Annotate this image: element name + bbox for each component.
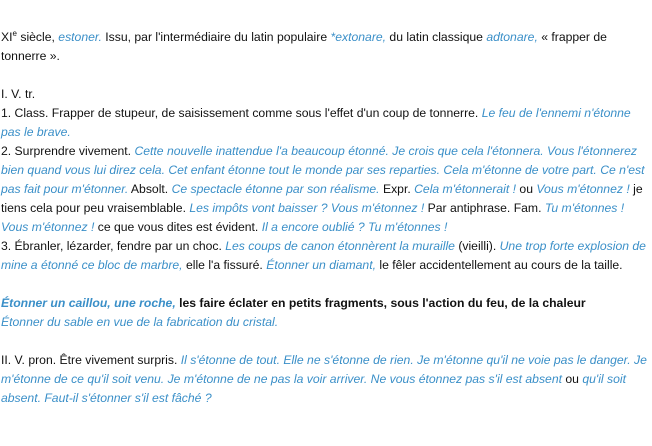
sense-3-vieilli: (vieilli). [454,239,500,253]
etymology-paragraph: XIe siècle, estoner. Issu, par l'intermé… [1,28,651,66]
century: XI [1,30,13,44]
sense-2-examples: Cette nouvelle inattendue l'a beaucoup é… [1,144,645,196]
spacer [1,275,651,294]
sense-3-example-3: Étonner un diamant, [266,258,376,272]
sense-2-expr-label: Expr. [379,182,415,196]
sense-2-definition: 2. Surprendre vivement. [1,144,135,158]
sense-2-ou: ou [516,182,537,196]
highlight-example-line: Étonner du sable en vue de la fabricatio… [1,313,651,332]
highlight-term: Étonner un caillou, une roche, [1,296,176,310]
sense-2-expr-example-2: Vous m'étonnez ! [536,182,630,196]
section2-ou: ou [562,372,583,386]
century-suffix: e [12,28,17,38]
etymology-latin-classique: du latin classique [386,30,487,44]
section2-paragraph: II. V. pron. Être vivement surpris. Il s… [1,351,651,408]
sense-2-absolt-label: Absolt. [128,182,172,196]
sense-2-antiphrase-example: Tu m'étonnes ! Vous m'étonnez ! [1,201,625,234]
sense-3-example-1: Les coups de canon étonnèrent la muraill… [225,239,455,253]
highlight-definition: Étonner un caillou, une roche, les faire… [1,294,651,313]
sense-3-definition: 3. Ébranler, lézarder, fendre par un cho… [1,239,226,253]
highlight-definition-text: les faire éclater en petits fragments, s… [175,296,586,310]
sense-2-expr-example-1: Cela m'étonnerait ! [414,182,517,196]
etymon-adtonare: adtonare, [486,30,538,44]
section2-examples: Il s'étonne de tout. Elle ne s'étonne de… [1,353,647,386]
sense-1: 1. Class. Frapper de stupeur, de saisiss… [1,104,651,142]
sense-2: 2. Surprendre vivement. Cette nouvelle i… [1,142,651,237]
etymology-meaning: « frapper de tonnerre ». [1,30,607,63]
sense-2-antiphrase-gloss: ce que vous dites est évident. [94,220,262,234]
sense-3-fissure: elle l'a fissuré. [182,258,267,272]
sense-2-antiphrase-label: Par antiphrase. Fam. [424,201,545,215]
section2-definition: II. V. pron. Être vivement surpris. [1,353,181,367]
sense-2-oublie-example: Il a encore oublié ? Tu m'étonnes ! [261,220,448,234]
etymon-estoner: estoner. [58,30,102,44]
dictionary-entry: XIe siècle, estoner. Issu, par l'intermé… [1,28,651,408]
sense-1-example: Le feu de l'ennemi n'étonne pas le brave… [1,106,631,139]
etymon-extonare: *extonare, [330,30,387,44]
section2-example-end: qu'il soit absent. Faut-il s'étonner s'i… [1,372,626,405]
sense-2-impots-example: Les impôts vont baisser ? Vous m'étonnez… [189,201,425,215]
spacer [1,66,651,85]
sense-3-feler: le fêler accidentellement au cours de la… [375,258,623,272]
sense-2-expr-gloss: je tiens cela pour peu vraisemblable. [1,182,643,215]
sense-2-absolt-example: Ce spectacle étonne par son réalisme. [171,182,380,196]
sense-3-example-2: Une trop forte explosion de mine a étonn… [1,239,646,272]
section1-heading: I. V. tr. [1,87,36,101]
sense-1-definition: 1. Class. Frapper de stupeur, de saisiss… [1,106,482,120]
etymology-issu: Issu, par l'intermédiaire du latin popul… [101,30,331,44]
spacer [1,332,651,351]
sense-3: 3. Ébranler, lézarder, fendre par un cho… [1,237,651,275]
highlight-example: Étonner du sable en vue de la fabricatio… [1,315,279,329]
etymology-siecle: siècle, [16,30,59,44]
